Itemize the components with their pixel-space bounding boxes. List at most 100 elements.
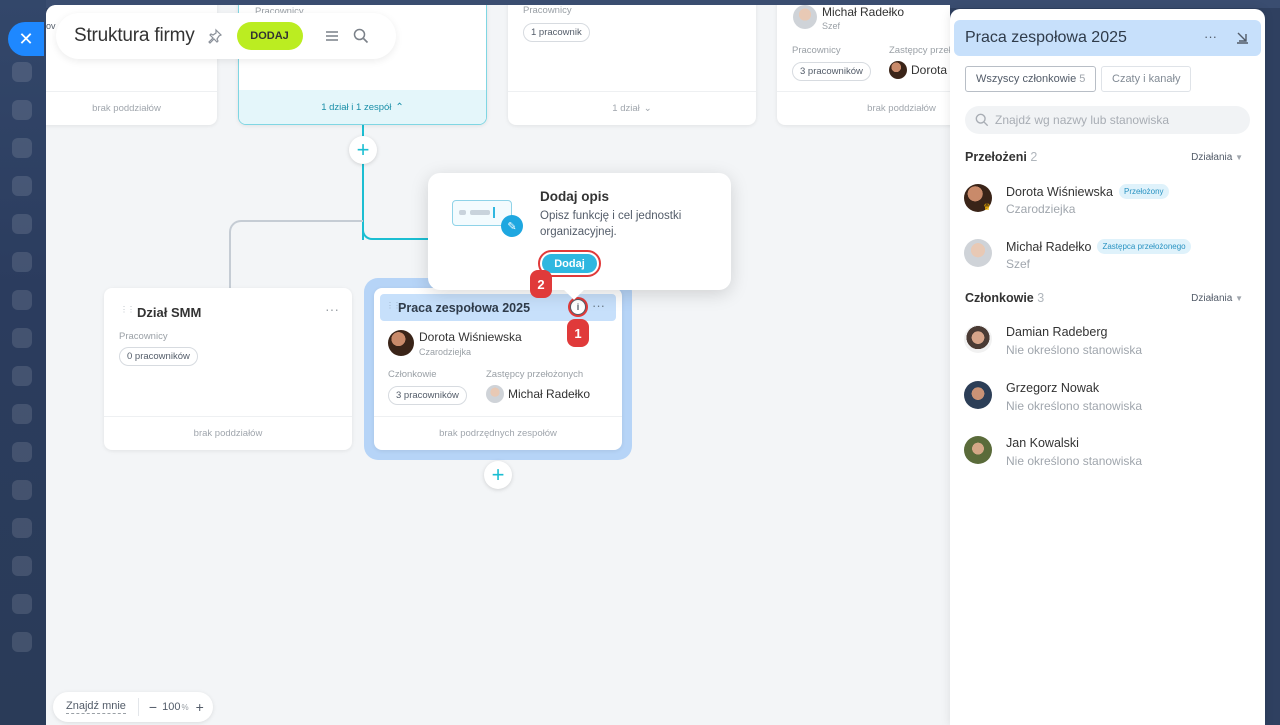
role-tag: Przełożony [1118,184,1169,199]
add-button[interactable]: DODAJ [236,22,303,50]
department-title[interactable]: Dział SMM [137,305,202,320]
find-me-button[interactable]: Znajdź mnie [66,700,126,714]
deputies-label: Zastępcy przeł [889,45,950,56]
page-title: Struktura firmy [74,25,195,46]
search-icon [975,113,989,127]
expand-children-toggle[interactable]: 1 dział i 1 zespół ⌃ [239,90,486,124]
deputy-name[interactable]: Dorota [911,63,948,77]
card-footer: brak poddziałów [777,91,950,125]
tab-label: Wszyscy członkowie [976,73,1077,85]
add-unit-button[interactable]: + [349,136,377,164]
avatar[interactable] [793,5,817,29]
zoom-in-button[interactable]: + [195,699,204,715]
team-title[interactable]: Praca zespołowa 2025 [398,301,531,315]
section-label: Przełożeni [965,150,1027,164]
avatar[interactable] [964,381,992,409]
org-chart-canvas[interactable]: ov brak poddziałów Pracownicy 1 dział i … [46,5,950,725]
search-icon[interactable] [353,28,369,44]
zoom-out-button[interactable]: − [148,699,158,715]
step-badge-2: 2 [530,270,552,298]
supervisors-actions-dropdown[interactable]: Działania ▼ [1191,152,1243,163]
actions-label: Działania [1191,293,1233,304]
avatar[interactable] [388,330,414,356]
avatar[interactable] [486,385,504,403]
collapse-panel-icon[interactable] [1235,30,1249,44]
close-slider-button[interactable]: ✕ [8,22,44,56]
members-label: Członkowie [388,369,437,380]
list-item[interactable]: ♛ Dorota Wiśniewska Przełożony Czarodziej… [964,182,1254,222]
pencil-icon: ✎ [501,215,523,237]
popover-title: Dodaj opis [540,189,610,204]
employees-count-pill[interactable]: 0 pracowników [119,347,198,366]
menu-icon[interactable] [325,29,339,43]
card-footer: 1 dział [612,103,640,114]
department-card[interactable]: Pracownicy 1 pracownik 1 dział ⌄ [508,5,756,125]
list-item[interactable]: Grzegorz Nowak Nie określono stanowiska [964,379,1254,419]
deputy-name[interactable]: Michał Radełko [508,387,591,401]
team-details-panel: Praca zespołowa 2025 ··· Wszyscy członko… [950,9,1265,725]
plus-icon: + [356,137,370,162]
panel-header: Praca zespołowa 2025 ··· [954,20,1261,56]
drag-handle-icon[interactable]: ⋮⋮ [120,305,135,314]
person-name[interactable]: Michał Radełko [1006,240,1092,254]
drag-handle-icon[interactable]: ⋮⋮ [386,301,401,310]
left-app-sidebar [0,0,46,725]
more-icon[interactable]: ··· [325,301,339,317]
more-icon[interactable]: ··· [592,298,605,313]
zoom-value: 100 [162,701,181,713]
chevron-down-icon: ▼ [1235,294,1243,303]
step-badge-1: 1 [567,319,589,347]
person-name[interactable]: Damian Radeberg [1006,325,1108,339]
crown-icon: ♛ [983,202,992,212]
head-role: Szef [822,21,841,31]
list-item[interactable]: Damian Radeberg Nie określono stanowiska [964,323,1254,363]
person-name-row: Michał Radełko Zastępca przełożonego [1006,239,1191,254]
list-item[interactable]: Jan Kowalski Nie określono stanowiska [964,434,1254,474]
section-count: 2 [1030,150,1038,164]
popover-text: Opisz funkcję i cel jednostki organizacy… [540,210,682,238]
team-card[interactable]: ⋮⋮ Praca zespołowa 2025 i ··· Dorota Wiś… [374,288,622,450]
card-footer: 1 dział i 1 zespół [321,101,392,113]
avatar[interactable] [964,239,992,267]
connector-line [362,125,364,240]
add-description-button[interactable]: Dodaj [542,254,597,273]
panel-title: Praca zespołowa 2025 [965,29,1127,46]
role-tag: Zastępca przełożonego [1097,239,1191,254]
info-icon[interactable]: i [570,299,586,315]
pin-icon[interactable] [207,28,223,44]
tab-all-members[interactable]: Wszyscy członkowie 5 [965,66,1097,92]
department-card-smm[interactable]: ⋮⋮ Dział SMM ··· Pracownicy 0 pracownikó… [104,288,352,450]
close-icon: ✕ [18,28,34,49]
section-label: Członkowie [965,291,1034,305]
person-name[interactable]: Dorota Wiśniewska [1006,185,1113,199]
members-count-pill[interactable]: 3 pracowników [388,386,467,405]
person-name[interactable]: Jan Kowalski [1006,436,1079,450]
avatar[interactable] [964,436,992,464]
members-actions-dropdown[interactable]: Działania ▼ [1191,293,1243,304]
employees-count-pill[interactable]: 1 pracownik [523,23,590,42]
head-name[interactable]: Dorota Wiśniewska [419,330,522,344]
head-name[interactable]: Michał Radełko [822,5,905,19]
tab-chats-channels[interactable]: Czaty i kanały [1101,66,1192,92]
card-footer: brak podrzędnych zespołów [374,416,622,450]
section-count: 3 [1037,291,1045,305]
person-name[interactable]: Grzegorz Nowak [1006,381,1100,395]
person-role: Czarodziejka [1006,202,1076,216]
more-icon[interactable]: ··· [1204,29,1217,44]
actions-label: Działania [1191,152,1233,163]
search-input[interactable] [995,113,1235,127]
panel-search [965,106,1250,134]
add-description-popover: ✎ Dodaj opis Opisz funkcję i cel jednost… [428,173,731,300]
add-team-button[interactable]: + [484,461,512,489]
divider [137,698,139,716]
chevron-up-icon: ⌃ [395,101,404,113]
avatar[interactable] [964,325,992,353]
card-partial-label: ov [46,21,56,31]
expand-children-toggle[interactable]: 1 dział ⌄ [508,91,756,125]
avatar[interactable] [889,61,907,79]
avatar[interactable] [964,184,992,212]
employees-count-pill[interactable]: 3 pracowników [792,62,871,81]
person-role: Nie określono stanowiska [1006,454,1143,468]
department-card[interactable]: Michał Radełko Szef Pracownicy 3 pracown… [777,5,950,125]
